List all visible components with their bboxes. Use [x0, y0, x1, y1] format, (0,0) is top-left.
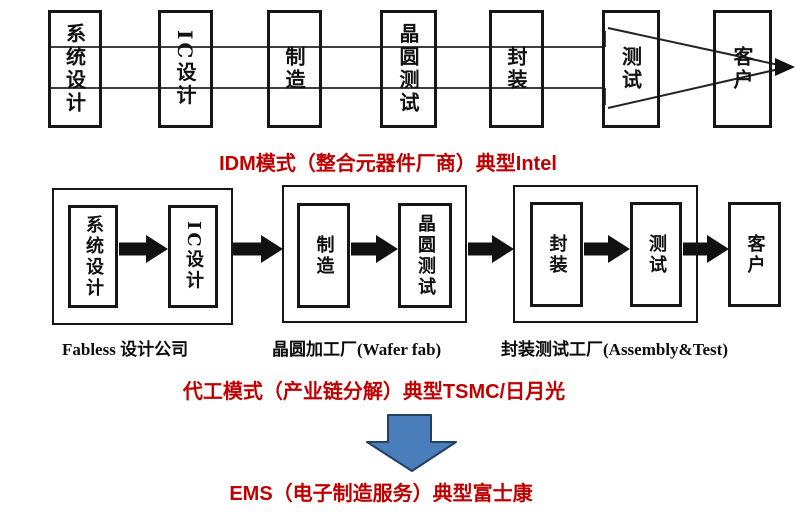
funnel-arrow-icon	[607, 27, 789, 109]
ems-caption: EMS（电子制造服务）典型富士康	[229, 483, 533, 505]
down-arrow-icon	[366, 414, 457, 472]
thick-arrow-icon	[468, 235, 514, 263]
foundry-caption: 代工模式（产业链分解）典型TSMC/日月光	[182, 381, 566, 403]
wafer-fab-box-manufacturing: 制造	[297, 203, 350, 308]
idm-box-customer: 客户	[713, 10, 772, 128]
fabless-box-system-design: 系统设计	[68, 205, 118, 308]
assembly-test-group-box	[513, 185, 698, 323]
idm-box-testing: 测试	[602, 10, 660, 128]
wafer-fab-group-box	[282, 185, 467, 323]
fabless-group-box	[52, 188, 233, 325]
thick-arrow-icon	[233, 235, 283, 263]
idm-caption: IDM模式（整合元器件厂商）典型Intel	[219, 153, 557, 175]
funnel-arrowhead-icon	[775, 58, 795, 76]
thick-arrow-icon	[119, 235, 168, 263]
idm-box-ic-design: IC设计	[158, 10, 213, 128]
idm-box-manufacturing: 制造	[267, 10, 322, 128]
wafer-fab-group-label: 晶圆加工厂(Wafer fab)	[272, 340, 442, 359]
idm-box-packaging: 封装	[489, 10, 544, 128]
thick-arrow-icon	[351, 235, 398, 263]
assembly-test-group-label: 封装测试工厂(Assembly&Test)	[501, 340, 728, 359]
fabless-box-ic-design: IC设计	[168, 205, 218, 308]
assembly-test-box-testing: 测试	[630, 202, 682, 307]
thick-arrow-icon	[584, 235, 630, 263]
idm-box-wafer-test: 晶圆测试	[380, 10, 437, 128]
assembly-test-box-packaging: 封装	[530, 202, 583, 307]
wafer-fab-box-wafer-test: 晶圆测试	[398, 203, 452, 308]
idm-box-system-design: 系统设计	[48, 10, 102, 128]
thick-arrow-icon	[683, 235, 729, 263]
foundry-box-customer: 客户	[728, 202, 781, 307]
fabless-group-label: Fabless 设计公司	[62, 340, 189, 359]
